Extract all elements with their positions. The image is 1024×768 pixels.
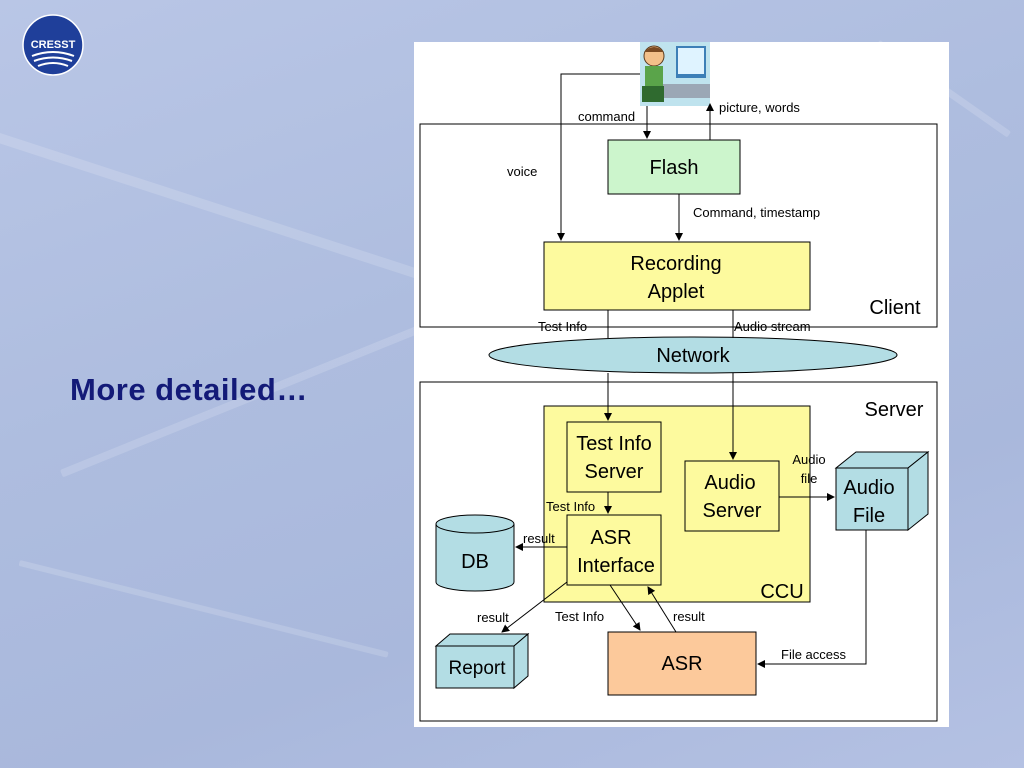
edge-voice [557,73,640,241]
edge-result-report [501,581,568,633]
db-label: DB [461,551,489,573]
server-boundary [419,381,938,722]
asr-label: ASR [661,653,702,675]
test-info-server-label-line2: Server [585,461,644,483]
edge-result-asr [647,586,677,633]
asr-interface-label-line1: ASR [590,527,631,549]
edge-label-result-report: result [477,610,509,625]
audio-server-node [684,460,780,532]
edge-label-result-db: result [523,531,555,546]
edge-label-result-asr: result [673,609,705,624]
flash-label: Flash [650,157,699,179]
edge-test-info-to-asr [609,584,641,631]
logo-text: CRESST [31,39,76,51]
edge-label-command: command [578,109,635,124]
ccu-label: CCU [760,581,803,603]
edge-label-test-info-2: Test Info [546,499,595,514]
recording-applet-label-line1: Recording [630,253,721,275]
report-node: Report [434,632,530,690]
edge-label-test-info-1: Test Info [538,319,587,334]
network-node [488,336,898,374]
test-info-server-node [566,421,662,493]
edge-label-picture-words: picture, words [719,100,800,115]
audio-server-label-line2: Server [703,500,762,522]
user-at-computer-icon [640,42,710,106]
background-streak [18,560,389,658]
db-node: DB [435,514,515,592]
edge-label-audio-file-line2: file [801,471,818,486]
client-boundary [419,123,938,328]
test-info-server-label-line1: Test Info [576,433,652,455]
client-label: Client [869,297,921,319]
asr-interface-label-line2: Interface [577,555,655,577]
recording-applet-label-line2: Applet [648,281,705,303]
audio-file-node: Audio File [834,450,930,532]
background-streak [0,120,455,291]
edge-label-command-timestamp: Command, timestamp [693,205,820,220]
edge-label-audio-file-line1: Audio [792,452,825,467]
edge-label-voice: voice [507,164,537,179]
server-label: Server [865,399,924,421]
report-label: Report [448,658,506,679]
audio-file-label-line2: File [853,505,885,527]
network-label: Network [656,345,730,367]
diagram-panel: Client Server Flash Recording Applet Net… [414,42,949,727]
audio-file-label-line1: Audio [843,477,894,499]
slide-title: More detailed… [70,372,308,407]
cresst-logo: CRESST [22,14,84,76]
recording-applet-node [543,241,811,311]
audio-server-label-line1: Audio [704,472,755,494]
asr-interface-node [566,514,662,586]
edge-label-test-info-3: Test Info [555,609,604,624]
asr-node [607,631,757,696]
edge-file-access [757,530,867,668]
flash-node [607,139,741,195]
edge-label-audio-stream: Audio stream [734,319,811,334]
architecture-diagram: Client Server Flash Recording Applet Net… [419,42,938,722]
edge-label-file-access: File access [781,647,847,662]
